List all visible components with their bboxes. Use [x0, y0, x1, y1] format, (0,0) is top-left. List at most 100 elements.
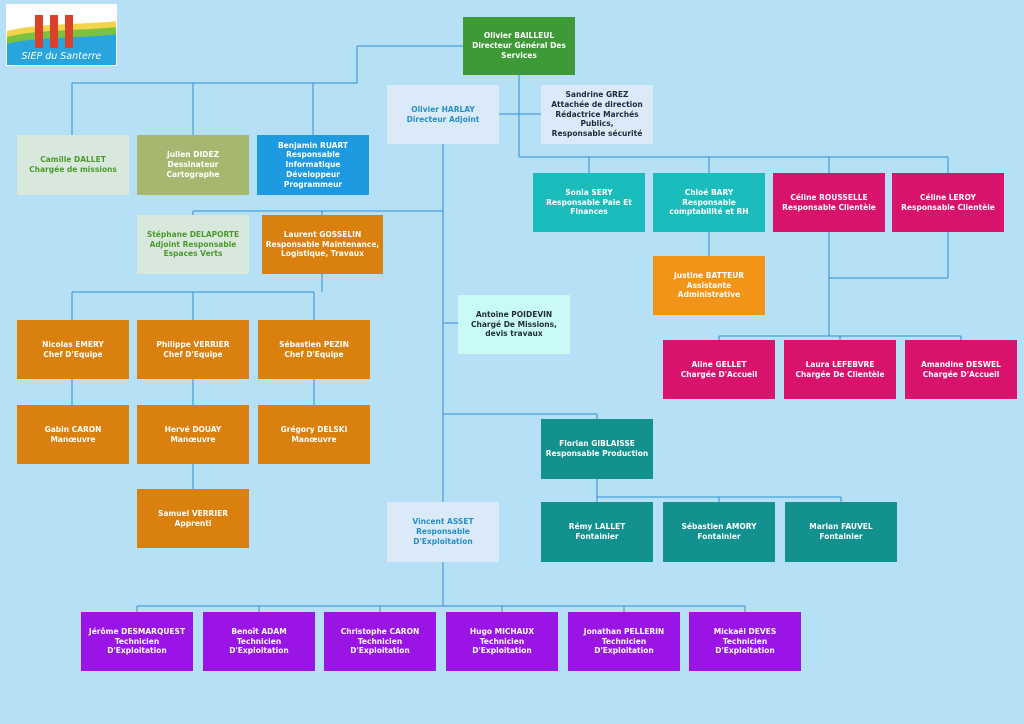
person-name: Benjamin RUART	[277, 140, 349, 150]
person-name: Mickaël DEVES	[713, 626, 777, 636]
person-role: Adjoint Responsable Espaces Verts	[149, 239, 237, 259]
person-role: Responsable comptabilité et RH	[669, 197, 749, 217]
person-name: Antoine POIDEVIN	[475, 309, 553, 319]
person-role: Technicien D'Exploitation	[107, 636, 167, 656]
person-role: Chargée De Clientèle	[795, 369, 885, 379]
person-role: Responsable sécurité	[551, 129, 643, 139]
person-role: Assistante Administrative	[677, 280, 741, 300]
person-name: Florian GIBLAISSE	[559, 439, 635, 449]
person-name: Christophe CARON	[340, 626, 420, 636]
person-name: Sébastien PEZIN	[279, 339, 349, 349]
person-role: Fontainier	[697, 532, 741, 541]
person-role: Responsable Paie Et Finances	[546, 197, 632, 217]
person-role: Technicien D'Exploitation	[350, 636, 410, 656]
person-role: Manœuvre	[170, 434, 216, 444]
person-role: Responsable Maintenance, Logistique, Tra…	[265, 239, 380, 259]
person-role: Rédactrice Marchés Publics,	[555, 109, 639, 129]
siep-logo: SIEP du Santerre	[6, 4, 117, 66]
person-name: Hervé DOUAY	[164, 424, 222, 434]
person-name: Sébastien AMORY	[681, 522, 757, 532]
person-name: Stéphane DELAPORTE	[146, 229, 240, 239]
person-name: Marian FAUVEL	[809, 522, 873, 532]
person-name: Laurent GOSSELIN	[283, 229, 362, 239]
person-role: Responsable Clientèle	[901, 202, 995, 212]
person-role: Dessinateur Cartographe	[166, 160, 220, 179]
person-role: Technicien D'Exploitation	[715, 636, 775, 656]
person-name: Céline LEROY	[920, 192, 976, 202]
logo-text: SIEP du Santerre	[21, 51, 102, 62]
person-role: Manœuvre	[291, 434, 337, 444]
person-name: Amandine DESWEL	[921, 359, 1001, 369]
person-role: Responsable Informatique	[285, 150, 341, 170]
person-role: Chef D'Equipe	[43, 349, 103, 359]
person-role: Chargée D'Accueil	[680, 369, 758, 379]
person-role: Attachée de direction	[551, 99, 643, 109]
person-role: Chargé De Missions, devis travaux	[471, 319, 557, 339]
person-role: Développeur Programmeur	[283, 169, 343, 189]
person-role: Directeur Général Des Services	[472, 41, 566, 60]
person-name: Grégory DELSKI	[280, 424, 348, 434]
person-name: Rémy LALLET	[568, 522, 626, 532]
person-name: Samuel VERRIER	[157, 508, 229, 518]
person-name: Olivier BAILLEUL	[483, 31, 555, 41]
person-name: Vincent ASSET	[412, 517, 474, 527]
person-role: Chargée de missions	[29, 165, 117, 174]
person-name: Hugo MICHAUX	[469, 626, 535, 636]
person-name: Benoît ADAM	[231, 626, 287, 636]
person-name: Jérôme DESMARQUEST	[88, 626, 186, 636]
person-name: Céline ROUSSELLE	[790, 192, 868, 202]
person-name: Justine BATTEUR	[673, 270, 745, 280]
person-name: Chloé BARY	[684, 187, 734, 197]
person-name: Gabin CARON	[44, 424, 102, 434]
person-role: Apprenti	[174, 518, 212, 528]
person-name: Philippe VERRIER	[156, 339, 230, 349]
person-role: Chef D'Equipe	[163, 349, 223, 359]
person-name: Nicolas EMERY	[42, 339, 104, 349]
person-role: Manœuvre	[50, 434, 96, 444]
person-role: Responsable Production	[545, 449, 649, 458]
person-name: Olivier HARLAY	[411, 104, 475, 114]
person-name: Sandrine GREZ	[565, 90, 629, 100]
person-role: Chargée D'Accueil	[922, 369, 1000, 379]
person-role: Technicien D'Exploitation	[229, 636, 289, 656]
person-role: Fontainier	[819, 532, 863, 541]
person-name: Aline GELLET	[691, 359, 747, 369]
person-role: Technicien D'Exploitation	[594, 636, 654, 656]
person-name: Laura LEFEBVRE	[805, 359, 875, 369]
person-role: Chef D'Equipe	[284, 349, 344, 359]
person-name: Camille DALLET	[40, 155, 106, 165]
